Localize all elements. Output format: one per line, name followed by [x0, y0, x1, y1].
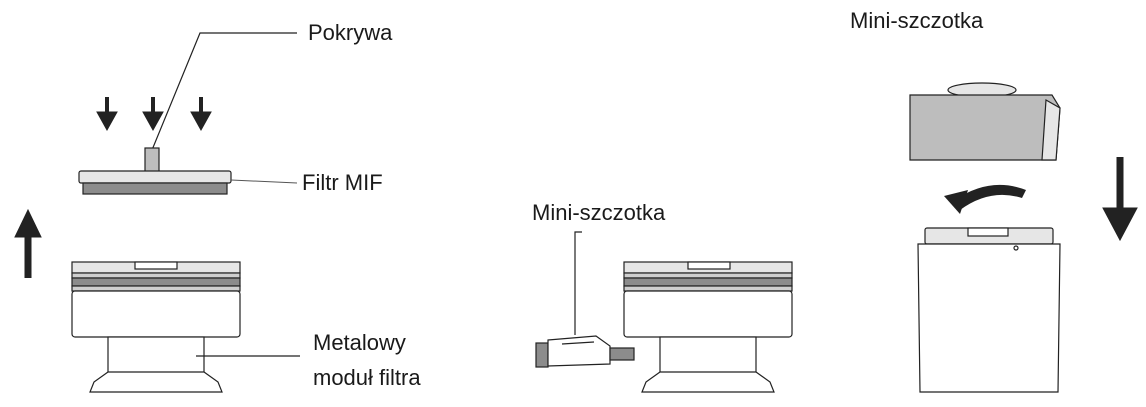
down-arrow-icon	[142, 97, 164, 132]
label-mini-brush-middle: Mini-szczotka	[532, 200, 666, 225]
press-down-arrows	[96, 97, 212, 132]
mif-filter-cover	[78, 147, 232, 195]
up-arrow-icon	[14, 208, 42, 278]
label-cover: Pokrywa	[308, 20, 393, 45]
rotate-arrow-icon	[944, 184, 1026, 214]
mini-brush-container-body	[917, 227, 1061, 393]
cover-leader-line	[151, 32, 297, 151]
filter-leader-line	[230, 179, 298, 184]
label-metal-module-line2: moduł filtra	[313, 365, 421, 390]
label-metal-module-line1: Metalowy	[313, 330, 406, 355]
label-mini-brush-right: Mini-szczotka	[850, 8, 984, 33]
label-mif-filter: Filtr MIF	[302, 170, 383, 195]
down-arrow-large-icon	[1102, 157, 1138, 242]
down-arrow-icon	[190, 97, 212, 132]
metal-filter-module-middle	[623, 261, 793, 393]
down-arrow-icon	[96, 97, 118, 132]
brush-leader-line-middle	[574, 231, 582, 335]
mini-brush-tool	[535, 335, 635, 368]
mini-brush-container-lid	[909, 82, 1061, 161]
metal-filter-module-left	[71, 261, 241, 393]
